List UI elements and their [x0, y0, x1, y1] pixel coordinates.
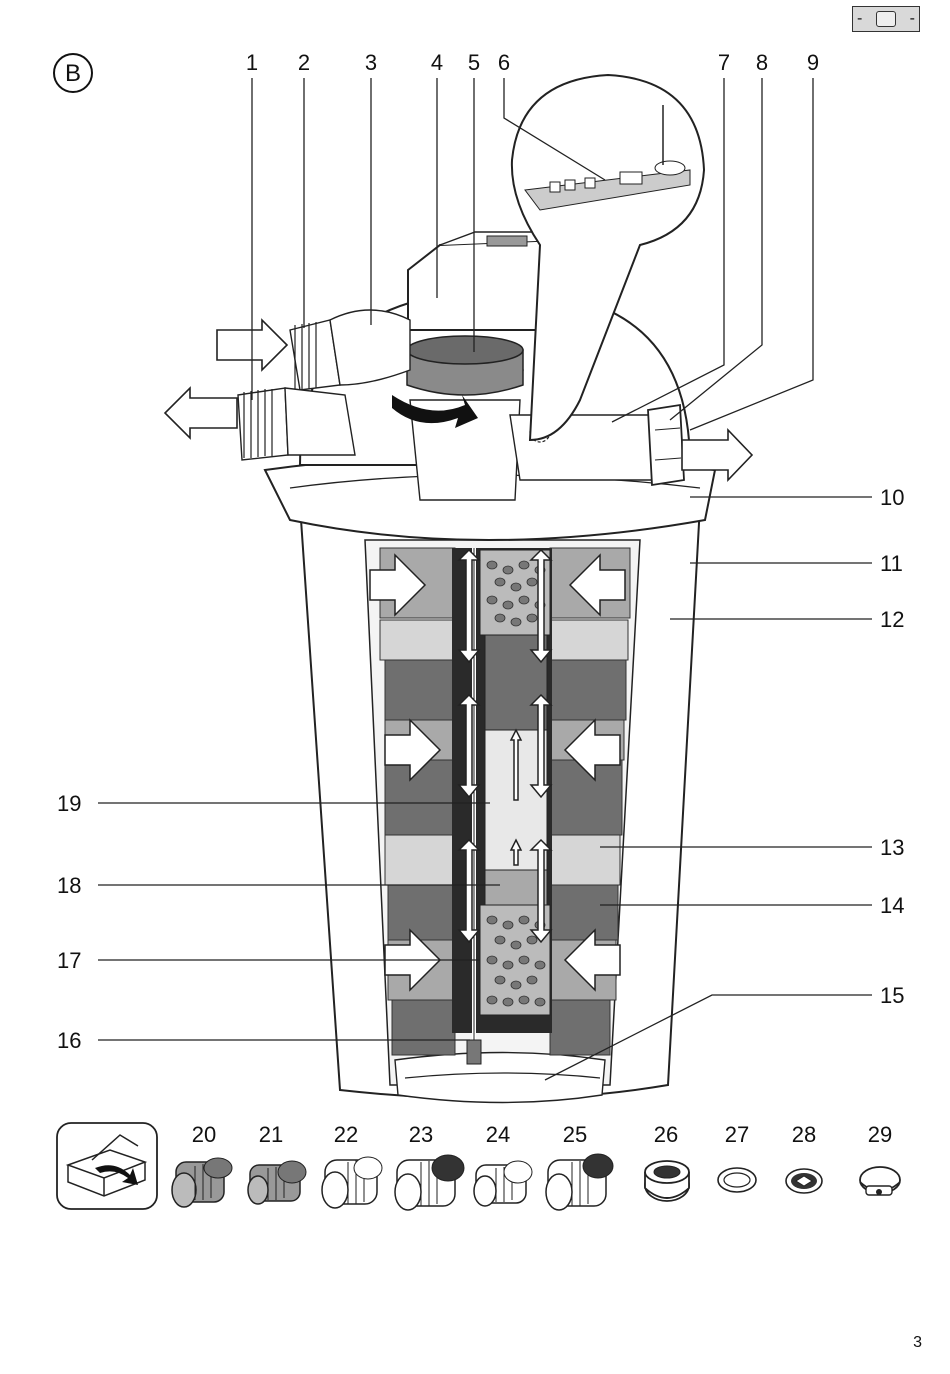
leader-lines [98, 78, 872, 1081]
union-nut-26 [644, 1160, 690, 1202]
callout-11: 11 [880, 551, 903, 576]
callout-26: 26 [654, 1122, 678, 1147]
callout-15: 15 [880, 983, 904, 1008]
callout-7: 7 [718, 50, 730, 75]
corner-dash-left: - [857, 10, 863, 27]
callout-20: 20 [192, 1122, 216, 1147]
gasket-ring-27 [717, 1167, 757, 1193]
callout-19: 19 [57, 791, 81, 816]
callout-13: 13 [880, 835, 904, 860]
callout-17: 17 [57, 948, 81, 973]
page-number: 3 [913, 1334, 922, 1351]
callout-28: 28 [792, 1122, 816, 1147]
callout-24: 24 [486, 1122, 510, 1147]
hose-adapter-24 [473, 1160, 533, 1207]
section-letter: B [65, 60, 81, 87]
callout-21: 21 [259, 1122, 283, 1147]
section-marker: B [53, 53, 93, 93]
rounded-square-icon [876, 11, 896, 27]
callout-29: 29 [868, 1122, 892, 1147]
callout-12: 12 [880, 607, 904, 632]
hose-adapter-23 [394, 1154, 465, 1211]
callout-25: 25 [563, 1122, 587, 1147]
accessory-callouts: 20 21 22 23 24 25 26 27 28 29 [192, 1122, 892, 1147]
callout-5: 5 [468, 50, 480, 75]
callout-1: 1 [246, 50, 258, 75]
callout-27: 27 [725, 1122, 749, 1147]
callout-10: 10 [880, 485, 904, 510]
callout-6: 6 [498, 50, 510, 75]
accessory-parts [171, 1153, 901, 1211]
callout-2: 2 [298, 50, 310, 75]
callout-18: 18 [57, 873, 81, 898]
hose-clip-29 [859, 1166, 901, 1196]
callout-22: 22 [334, 1122, 358, 1147]
flat-gasket-28 [785, 1168, 823, 1194]
corner-dash-right: - [909, 10, 915, 27]
page-marker-box: - - [852, 6, 920, 32]
outflow-arrow-right [681, 428, 754, 482]
magnified-detail [510, 73, 706, 442]
callout-8: 8 [756, 50, 768, 75]
hose-adapter-20 [171, 1157, 233, 1208]
callout-4: 4 [431, 50, 443, 75]
water-flow-arrows [369, 548, 626, 992]
inlet-connector [289, 309, 411, 391]
callout-9: 9 [807, 50, 819, 75]
callout-3: 3 [365, 50, 377, 75]
top-callouts: 1 2 3 4 5 6 7 8 9 [246, 50, 819, 75]
open-box-icon [56, 1122, 158, 1210]
callout-14: 14 [880, 893, 904, 918]
hose-adapter-21 [247, 1160, 307, 1205]
callout-23: 23 [409, 1122, 433, 1147]
outlet-connector [237, 387, 356, 461]
left-callouts: 19 18 17 16 [57, 791, 81, 1053]
hose-adapter-25 [545, 1153, 614, 1211]
hose-adapter-22 [321, 1156, 383, 1209]
outflow-arrow-left [163, 386, 238, 440]
right-callouts: 10 11 12 13 14 15 [880, 485, 904, 1008]
callout-16: 16 [57, 1028, 81, 1053]
